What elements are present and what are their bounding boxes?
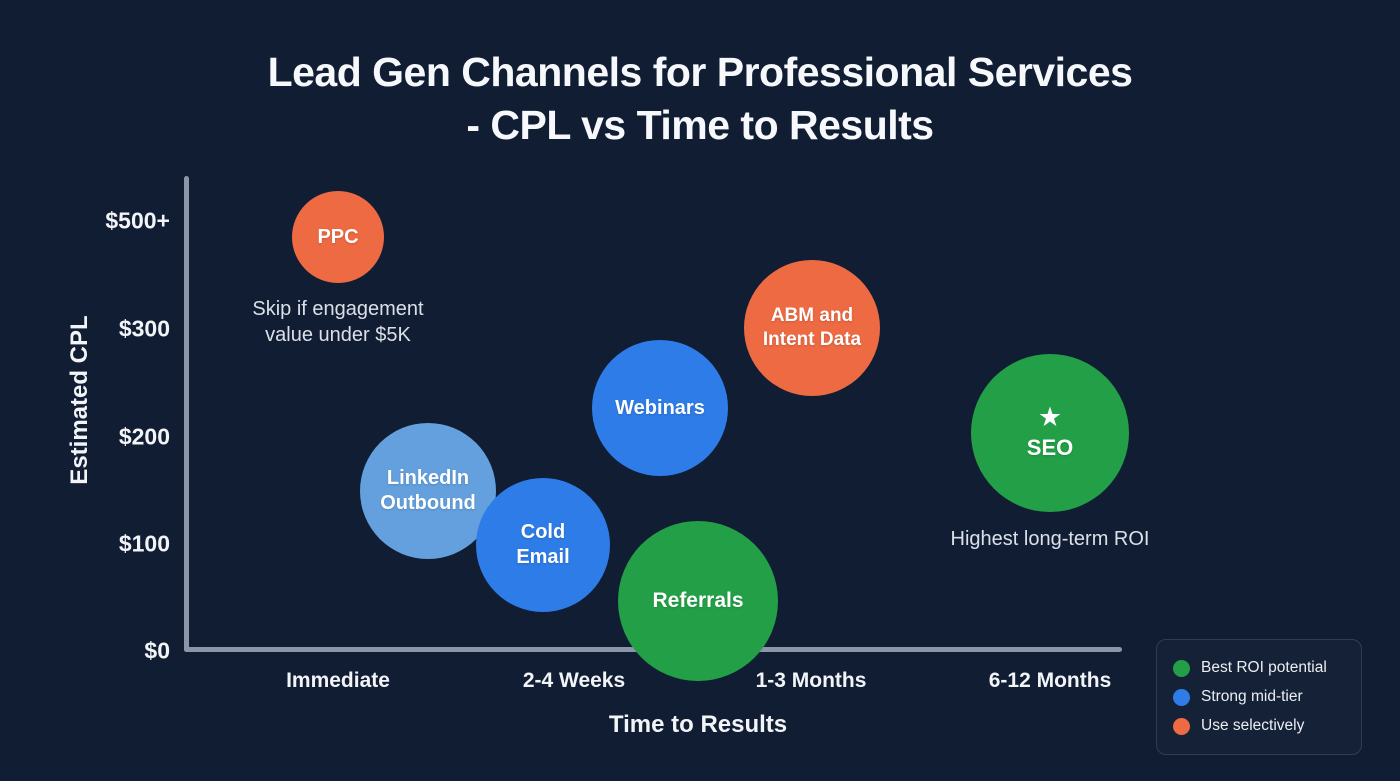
bubble-webinars: Webinars	[592, 340, 728, 476]
bubble-label: SEO	[1026, 435, 1074, 461]
bubble-ppc: PPC	[292, 191, 384, 283]
chart-title-line1: Lead Gen Channels for Professional Servi…	[267, 49, 1133, 95]
chart-title-line2: - CPL vs Time to Results	[466, 102, 934, 149]
legend-label: Use selectively	[1201, 717, 1305, 734]
bubble-label: PPC	[317, 225, 359, 248]
x-tick-1-3-months: 1-3 Months	[755, 669, 867, 692]
legend-item-use-selectively: Use selectively	[1173, 717, 1345, 735]
bubble-referrals: Referrals	[618, 521, 778, 681]
annotation-seo-note: Highest long-term ROI	[950, 528, 1150, 550]
bubble-abm-and-intent-data: ABM and Intent Data	[744, 260, 880, 396]
legend-label: Best ROI potential	[1201, 659, 1327, 676]
legend-dot-green	[1173, 659, 1190, 677]
y-axis-line	[184, 176, 189, 652]
x-axis-title: Time to Results	[608, 711, 788, 738]
legend-dot-orange	[1173, 717, 1190, 735]
bubble-label: Referrals	[652, 588, 744, 612]
bubble-label: ABM and Intent Data	[762, 305, 862, 350]
bubble-label: Webinars	[615, 396, 705, 419]
bubble-linkedin-outbound: LinkedIn Outbound	[360, 423, 496, 559]
y-tick-100: $100	[118, 530, 170, 557]
x-tick-immediate: Immediate	[286, 669, 390, 692]
x-tick-2-4-weeks: 2-4 Weeks	[522, 669, 626, 692]
legend-dot-blue	[1173, 688, 1190, 706]
bubble-seo: ★SEO	[971, 354, 1129, 512]
legend-item-best-roi: Best ROI potential	[1173, 659, 1345, 677]
bubble-cold-email: Cold Email	[476, 478, 610, 612]
annotation-ppc-note: Skip if engagement value under $5K	[252, 298, 424, 347]
legend: Best ROI potential Strong mid-tier Use s…	[1156, 639, 1362, 755]
y-tick-500: $500+	[105, 207, 170, 234]
x-tick-6-12-months: 6-12 Months	[988, 669, 1112, 692]
legend-item-strong-mid-tier: Strong mid-tier	[1173, 688, 1345, 706]
y-tick-200: $200	[118, 423, 170, 450]
legend-label: Strong mid-tier	[1201, 688, 1303, 705]
chart-title: Lead Gen Channels for Professional Servi…	[0, 46, 1400, 153]
star-icon: ★	[1037, 402, 1063, 433]
y-tick-0: $0	[144, 637, 170, 664]
y-tick-300: $300	[118, 315, 170, 342]
bubble-label: LinkedIn Outbound	[380, 467, 476, 514]
bubble-label: Cold Email	[516, 521, 570, 568]
